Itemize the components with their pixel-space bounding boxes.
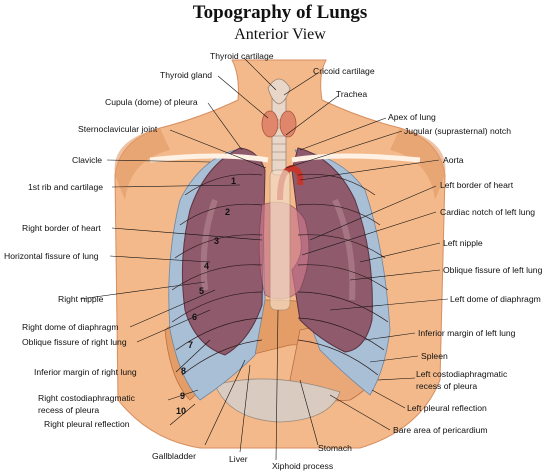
- label-gallbladder: Gallbladder: [152, 451, 196, 461]
- label-inferior-margin-left: Inferior margin of left lung: [418, 328, 516, 338]
- leader-lines: [79, 57, 449, 461]
- left-clavicle: [291, 153, 421, 163]
- label-left-border-heart: Left border of heart: [440, 180, 514, 190]
- rib-number: 9: [180, 391, 186, 401]
- right-lung: [181, 147, 266, 356]
- thyroid-gland-shape: [261, 110, 279, 138]
- rib-number: 10: [176, 406, 187, 416]
- label-left-dome: Left dome of diaphragm: [450, 294, 541, 304]
- label-thyroid-cartilage: Thyroid cartilage: [210, 51, 274, 61]
- rib-number: 6: [192, 312, 198, 322]
- figure-subtitle: Anterior View: [234, 26, 326, 43]
- label-first-rib: 1st rib and cartilage: [28, 182, 103, 192]
- label-horizontal-fissure: Horizontal fissure of lung: [4, 251, 99, 261]
- label-right-pleural-reflection: Right pleural reflection: [44, 419, 130, 429]
- label-clavicle: Clavicle: [72, 155, 103, 165]
- label-sternoclavicular-joint: Sternoclavicular joint: [78, 124, 158, 134]
- rib-number: 7: [188, 340, 194, 350]
- label-xiphoid: Xiphoid process: [272, 461, 334, 471]
- right-clavicle: [149, 153, 269, 163]
- rib-number: 8: [181, 366, 187, 376]
- label-left-costodiaphragmatic-2: recess of pleura: [416, 381, 478, 391]
- label-right-border-heart: Right border of heart: [22, 223, 101, 233]
- label-stomach: Stomach: [318, 443, 352, 453]
- sternum-shape: [269, 169, 291, 311]
- label-right-dome: Right dome of diaphragm: [22, 322, 119, 332]
- label-apex-of-lung: Apex of lung: [388, 112, 436, 122]
- label-jugular-notch: Jugular (suprasternal) notch: [404, 126, 511, 136]
- label-left-pleural-reflection: Left pleural reflection: [407, 403, 487, 413]
- figure-title: Topography of Lungs: [192, 2, 368, 23]
- rib-number: 2: [225, 207, 231, 217]
- lung-highlight: [332, 198, 356, 301]
- label-cardiac-notch: Cardiac notch of left lung: [440, 207, 536, 217]
- rib-number: 4: [204, 261, 210, 271]
- label-spleen: Spleen: [421, 351, 448, 361]
- shoulder-shadow: [114, 128, 170, 200]
- label-right-costodiaphragmatic: Right costodiaphragmatic: [38, 393, 135, 403]
- label-cupula: Cupula (dome) of pleura: [105, 97, 198, 107]
- label-thyroid-gland: Thyroid gland: [160, 70, 213, 80]
- label-cricoid-cartilage: Cricoid cartilage: [313, 66, 375, 76]
- label-inferior-margin-right: Inferior margin of right lung: [34, 367, 137, 377]
- rib-number: 1: [231, 176, 237, 186]
- label-trachea: Trachea: [336, 89, 368, 99]
- rib-number: 5: [199, 286, 205, 296]
- rib-outlines: [171, 173, 389, 376]
- label-bare-area: Bare area of pericardium: [393, 425, 488, 435]
- thyroid-gland-shape: [279, 110, 297, 138]
- label-oblique-fissure-left: Oblique fissure of left lung: [443, 265, 543, 275]
- rib-number: 3: [214, 236, 220, 246]
- thyroid-cartilage-shape: [267, 78, 291, 105]
- label-right-nipple: Right nipple: [58, 294, 104, 304]
- label-right-costodiaphragmatic-2: recess of pleura: [38, 405, 100, 415]
- label-oblique-fissure-right: Oblique fissure of right lung: [22, 337, 127, 347]
- shoulder-shadow: [390, 128, 446, 200]
- label-left-nipple: Left nipple: [443, 238, 483, 248]
- label-aorta: Aorta: [443, 155, 464, 165]
- label-liver: Liver: [229, 454, 248, 464]
- label-left-costodiaphragmatic: Left costodiaphragmatic: [416, 369, 508, 379]
